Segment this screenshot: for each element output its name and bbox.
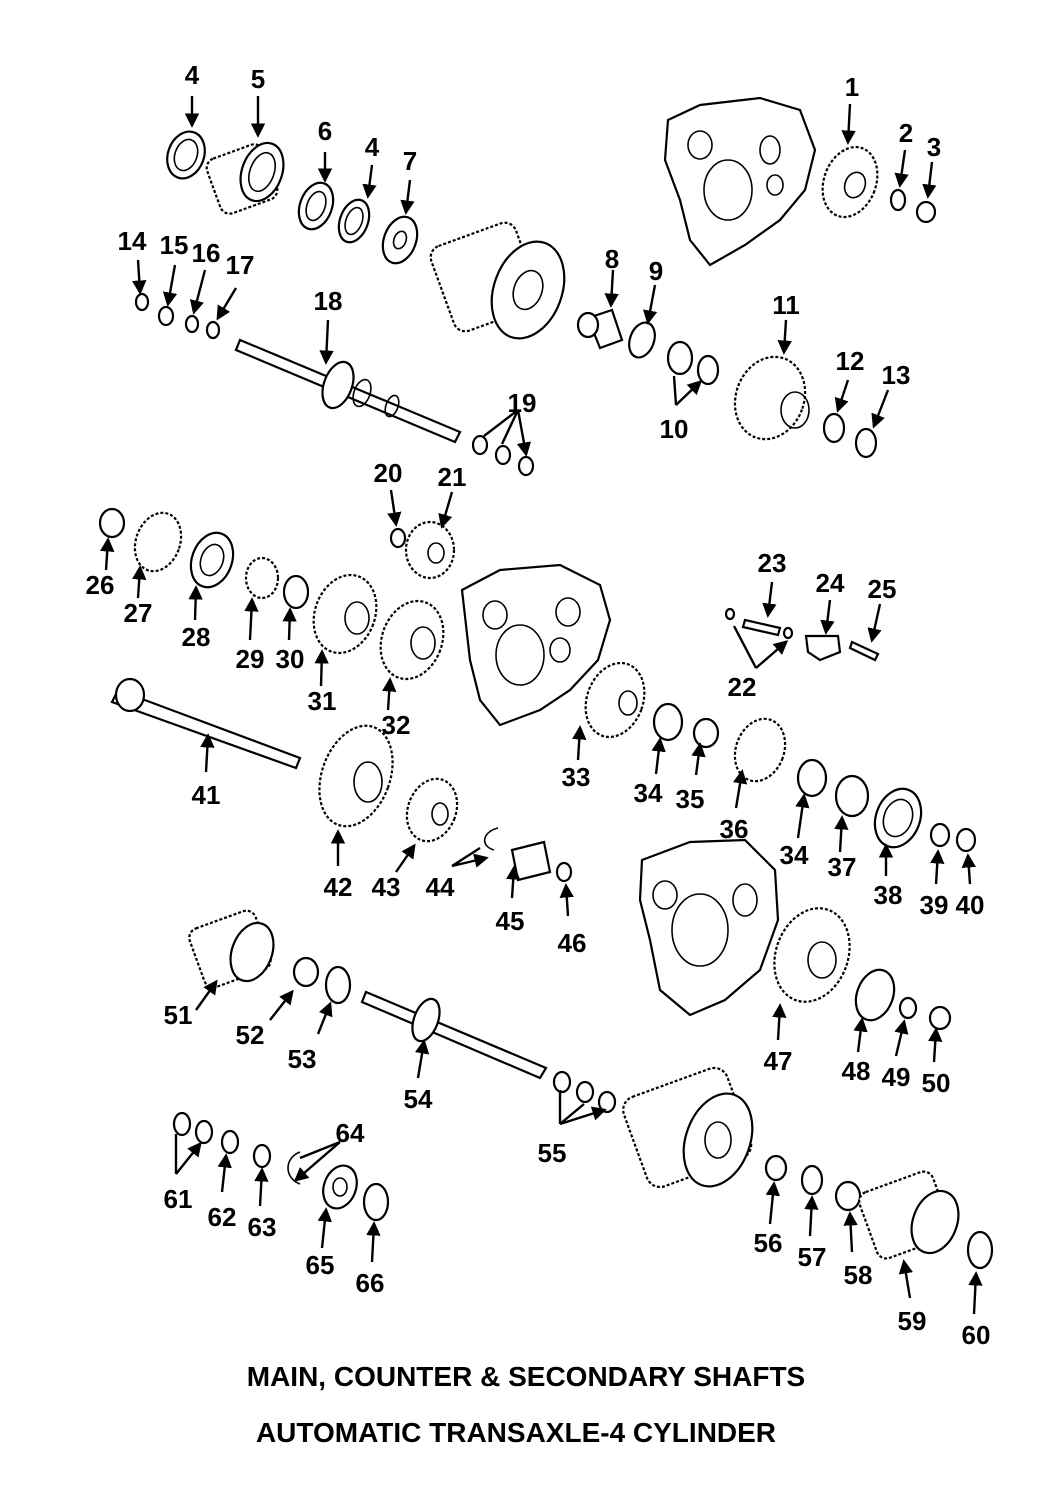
- callout-label: 41: [192, 780, 221, 810]
- callout-label: 36: [720, 814, 749, 844]
- callout-label: 58: [844, 1260, 873, 1290]
- callout-label: 30: [276, 644, 305, 674]
- callout-label: 47: [764, 1046, 793, 1076]
- callout-label: 37: [828, 852, 857, 882]
- callout-label: 2: [899, 118, 913, 148]
- callout-label: 23: [758, 548, 787, 578]
- callout-label: 64: [336, 1118, 365, 1148]
- callout-label: 17: [226, 250, 255, 280]
- callout-label: 59: [898, 1306, 927, 1336]
- caption-line-1: MAIN, COUNTER & SECONDARY SHAFTS: [247, 1361, 805, 1392]
- callout-label: 18: [314, 286, 343, 316]
- callout-label: 44: [426, 872, 455, 902]
- callout-label: 22: [728, 672, 757, 702]
- callout-label: 43: [372, 872, 401, 902]
- caption-line-2: AUTOMATIC TRANSAXLE-4 CYLINDER: [256, 1417, 776, 1448]
- callout-label: 60: [962, 1320, 991, 1350]
- callout-label: 20: [374, 458, 403, 488]
- callout-label: 12: [836, 346, 865, 376]
- callout-label: 29: [236, 644, 265, 674]
- callout-label: 66: [356, 1268, 385, 1298]
- callout-label: 32: [382, 710, 411, 740]
- callout-label: 52: [236, 1020, 265, 1050]
- callout-label: 55: [538, 1138, 567, 1168]
- callout-label: 24: [816, 568, 845, 598]
- callout-label: 16: [192, 238, 221, 268]
- callout-label: 45: [496, 906, 525, 936]
- callout-label: 65: [306, 1250, 335, 1280]
- parts-illustration: [98, 96, 994, 1270]
- callout-label: 54: [404, 1084, 433, 1114]
- callout-label: 5: [251, 64, 265, 94]
- callout-label: 19: [508, 388, 537, 418]
- callout-label: 34: [780, 840, 809, 870]
- callout-label: 1: [845, 72, 859, 102]
- callout-label: 56: [754, 1228, 783, 1258]
- callout-label: 6: [318, 116, 332, 146]
- leader-arrows: [100, 96, 983, 1315]
- callout-label: 42: [324, 872, 353, 902]
- callout-label: 34: [634, 778, 663, 808]
- callout-label: 31: [308, 686, 337, 716]
- callout-label: 7: [403, 146, 417, 176]
- callout-label: 50: [922, 1068, 951, 1098]
- callout-label: 63: [248, 1212, 277, 1242]
- callout-label: 3: [927, 132, 941, 162]
- callout-label: 38: [874, 880, 903, 910]
- callout-label: 49: [882, 1062, 911, 1092]
- callout-label: 9: [649, 256, 663, 286]
- callout-label: 4: [185, 60, 200, 90]
- callout-label: 15: [160, 230, 189, 260]
- callout-label: 21: [438, 462, 467, 492]
- callout-label: 53: [288, 1044, 317, 1074]
- callout-label: 57: [798, 1242, 827, 1272]
- callout-label: 46: [558, 928, 587, 958]
- callout-label: 27: [124, 598, 153, 628]
- callout-label: 62: [208, 1202, 237, 1232]
- callout-label: 10: [660, 414, 689, 444]
- callout-label: 40: [956, 890, 985, 920]
- callout-label: 4: [365, 132, 380, 162]
- callout-label: 48: [842, 1056, 871, 1086]
- callout-label: 26: [86, 570, 115, 600]
- callout-label: 11: [772, 290, 800, 320]
- callout-label: 33: [562, 762, 591, 792]
- callout-label: 51: [164, 1000, 193, 1030]
- callout-label: 13: [882, 360, 911, 390]
- callout-label: 28: [182, 622, 211, 652]
- callout-label: 25: [868, 574, 897, 604]
- callout-label: 14: [118, 226, 147, 256]
- callout-label: 39: [920, 890, 949, 920]
- callout-label: 35: [676, 784, 705, 814]
- callout-label: 61: [164, 1184, 193, 1214]
- callout-label: 8: [605, 244, 619, 274]
